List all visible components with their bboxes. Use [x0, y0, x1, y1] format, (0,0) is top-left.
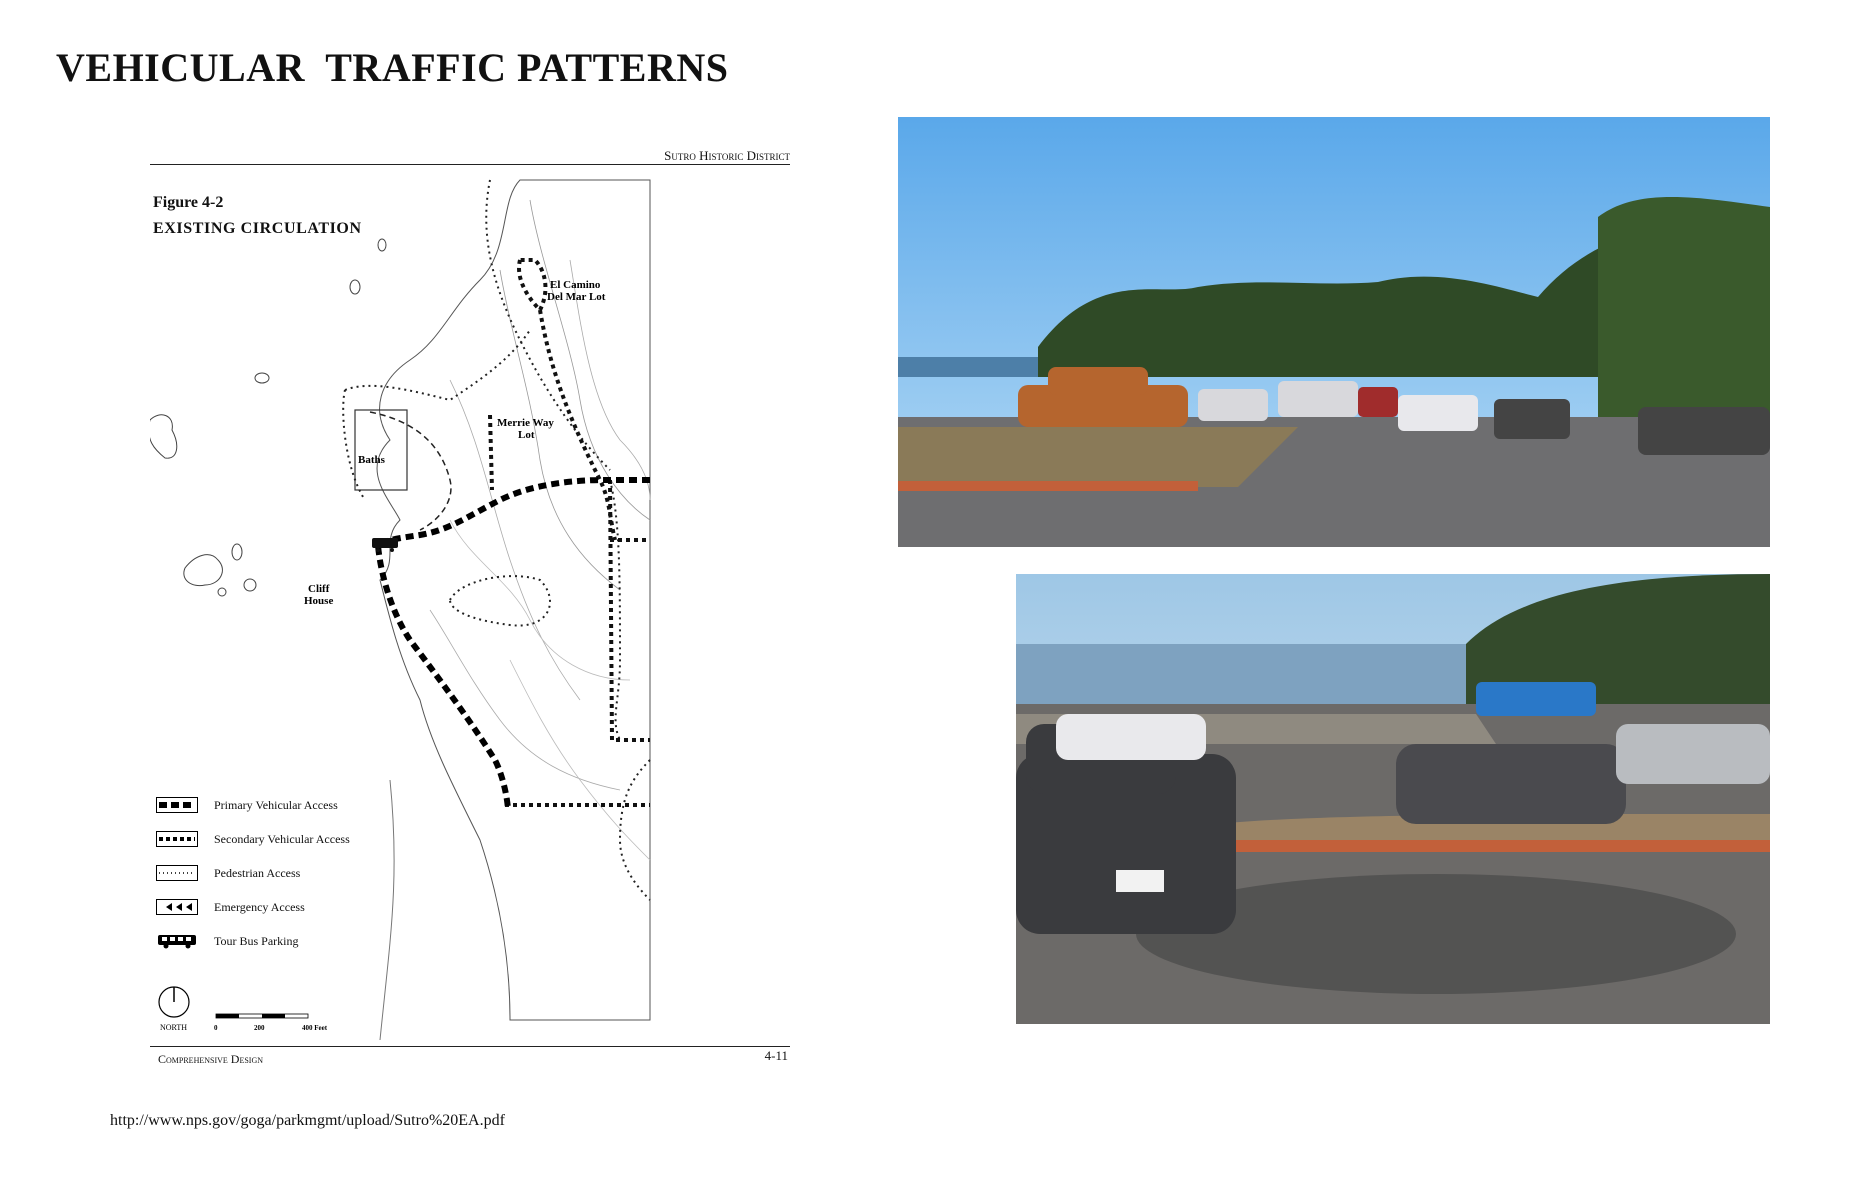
- label-el-camino: El Camino: [550, 279, 601, 291]
- scale-bar: NORTH 0 200 400 Feet: [158, 982, 358, 1034]
- secondary-vehicular-swatch: [156, 831, 198, 847]
- label-cliff: Cliff: [308, 583, 330, 595]
- baths-outline: [354, 409, 408, 491]
- secondary-vehicular-path: [608, 479, 650, 742]
- emergency-access-path: [369, 411, 452, 531]
- header-rule: [150, 164, 790, 165]
- page-title: VEHICULAR TRAFFIC PATTERNS: [56, 45, 729, 90]
- emergency-swatch: [156, 899, 198, 915]
- pedestrian-path: [618, 759, 651, 901]
- offshore-rock: [231, 543, 243, 561]
- label-del-mar-lot: Del Mar Lot: [547, 291, 606, 303]
- pedestrian-path: [448, 575, 551, 627]
- pedestrian-path: [609, 479, 622, 741]
- legend-item: Secondary Vehicular Access: [156, 822, 350, 856]
- legend-item: Pedestrian Access: [156, 856, 350, 890]
- pedestrian-swatch: [156, 865, 198, 881]
- tour-bus-icon: [158, 935, 196, 949]
- pedestrian-path: [342, 389, 366, 501]
- scale-bar-graphic: [215, 1013, 309, 1019]
- map-legend: Primary Vehicular Access Secondary Vehic…: [156, 788, 350, 958]
- legend-item: Primary Vehicular Access: [156, 788, 350, 822]
- figure-title: EXISTING CIRCULATION: [153, 220, 362, 237]
- offshore-rock: [243, 578, 257, 592]
- circulation-figure: Sutro Historic District Figure 4-2 EXIST…: [150, 140, 790, 1070]
- parking-lot-photo-bottom: [1016, 574, 1770, 1024]
- footer-rule: [150, 1046, 790, 1047]
- offshore-rock: [183, 554, 223, 587]
- scale-tick-0: 0: [214, 1024, 218, 1032]
- figure-header: Sutro Historic District: [664, 148, 790, 163]
- primary-vehicular-path: [374, 477, 650, 811]
- primary-vehicular-swatch: [156, 797, 198, 813]
- north-arrow-icon: [158, 986, 190, 1018]
- offshore-rock: [217, 587, 227, 597]
- legend-label: Emergency Access: [214, 899, 305, 914]
- figure-page-number: 4-11: [764, 1048, 788, 1063]
- legend-label: Primary Vehicular Access: [214, 797, 338, 812]
- car: [1018, 367, 1188, 427]
- parking-lot-photo-top: [898, 117, 1770, 547]
- legend-item: Emergency Access: [156, 890, 350, 924]
- legend-item: Tour Bus Parking: [156, 924, 350, 958]
- label-baths: Baths: [358, 454, 386, 466]
- label-house: House: [304, 595, 333, 607]
- legend-label: Pedestrian Access: [214, 865, 301, 880]
- figure-footer: Comprehensive Design: [158, 1052, 264, 1066]
- tour-bus-icon: [372, 538, 398, 548]
- label-merrie-way: Merrie Way: [497, 417, 554, 429]
- legend-label: Secondary Vehicular Access: [214, 831, 350, 846]
- offshore-rock: [254, 372, 270, 384]
- pedestrian-path: [344, 329, 531, 402]
- offshore-rock: [150, 414, 178, 459]
- label-lot: Lot: [518, 429, 535, 441]
- scale-tick-200: 200: [254, 1024, 265, 1032]
- scale-tick-400: 400 Feet: [302, 1024, 328, 1032]
- secondary-vehicular-path: [488, 414, 494, 491]
- north-label: NORTH: [160, 1023, 187, 1032]
- coastline: [376, 179, 651, 1021]
- legend-label: Tour Bus Parking: [214, 933, 299, 948]
- offshore-rock: [377, 238, 387, 252]
- source-url[interactable]: http://www.nps.gov/goga/parkmgmt/upload/…: [110, 1112, 505, 1129]
- offshore-rock: [349, 279, 361, 295]
- circulation-map: El Camino Del Mar Lot Merrie Way Lot Bat…: [150, 179, 651, 1041]
- figure-number: Figure 4-2: [153, 194, 224, 211]
